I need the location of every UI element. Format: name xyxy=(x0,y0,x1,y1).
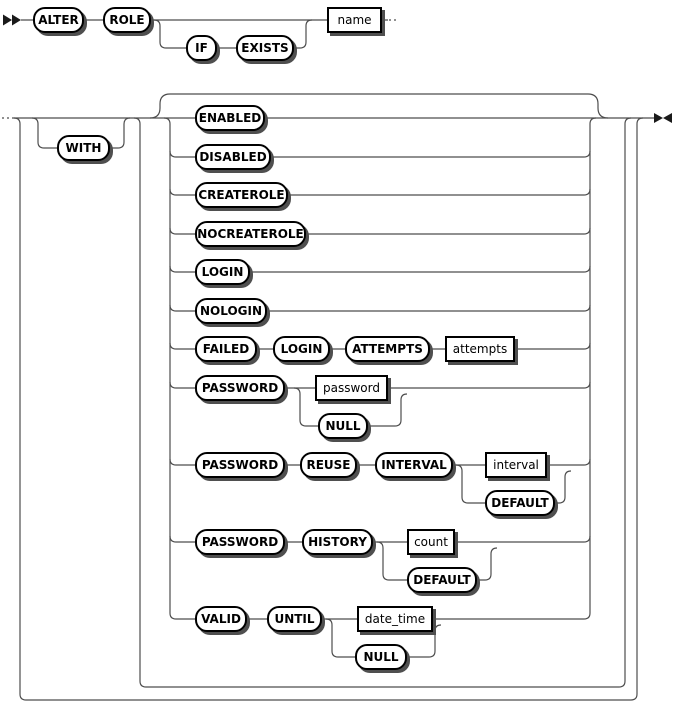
nonterminal-interval: interval xyxy=(485,452,547,478)
rail-split-row7 xyxy=(169,342,195,350)
rail-reuse-default-split xyxy=(455,464,485,504)
rail-split-row8 xyxy=(169,381,195,389)
terminal-attempts: ATTEMPTS xyxy=(345,336,430,362)
rail-options-split xyxy=(163,117,195,620)
start-arrow-icon xyxy=(3,14,21,26)
rail-split-row9 xyxy=(169,458,195,466)
rail-password-null-split xyxy=(293,387,318,427)
terminal-failed: FAILED xyxy=(195,336,257,362)
rail-split-row2 xyxy=(169,150,195,158)
terminal-role: ROLE xyxy=(103,7,151,33)
rail-split-row5 xyxy=(169,265,195,273)
terminal-reuse-default: DEFAULT xyxy=(485,490,555,516)
rail-if-exists-branch xyxy=(153,19,313,49)
terminal-history-password: PASSWORD xyxy=(195,529,285,555)
terminal-alter: ALTER xyxy=(33,7,84,33)
terminal-disabled: DISABLED xyxy=(195,144,271,170)
rail-outer-bypass xyxy=(13,117,644,701)
rail-repeat-loop xyxy=(133,117,632,688)
rail-history-default-split xyxy=(376,541,407,581)
rail-split-row3 xyxy=(169,188,195,196)
rail-row-password xyxy=(285,381,591,389)
terminal-password-null: NULL xyxy=(318,413,368,439)
rail-lines xyxy=(2,19,655,701)
nonterminal-date-time: date_time xyxy=(357,606,433,632)
terminal-if: IF xyxy=(186,35,217,61)
rail-reuse-default-merge xyxy=(555,470,572,504)
nonterminal-password: password xyxy=(315,375,388,401)
rail-options-merge xyxy=(589,117,597,613)
rail-history-default-merge xyxy=(477,547,498,581)
terminal-createrole: CREATEROLE xyxy=(195,182,288,208)
terminal-history-default: DEFAULT xyxy=(407,567,477,593)
rail-valid-null-split xyxy=(325,618,355,658)
rail-split-row4 xyxy=(169,227,195,235)
terminal-valid: VALID xyxy=(195,606,247,632)
rail-row-nologin xyxy=(267,304,591,312)
terminal-interval: INTERVAL xyxy=(375,452,453,478)
rail-split-row10 xyxy=(169,535,195,543)
nonterminal-name: name xyxy=(327,7,382,33)
rail-row-createrole xyxy=(288,188,591,196)
terminal-enabled: ENABLED xyxy=(195,105,265,131)
rail-row-login xyxy=(250,265,591,273)
rail-row-failed xyxy=(257,342,591,350)
terminal-nocreaterole: NOCREATEROLE xyxy=(195,221,306,247)
terminal-login: LOGIN xyxy=(195,259,250,285)
nonterminal-count: count xyxy=(407,529,455,555)
terminal-until: UNTIL xyxy=(267,606,322,632)
end-arrow-icon xyxy=(654,113,672,123)
nonterminal-attempts: attempts xyxy=(445,336,515,362)
rail-valid-null-merge xyxy=(407,624,442,658)
terminal-with: WITH xyxy=(57,135,110,161)
rail-row-reuse xyxy=(285,458,591,466)
terminal-until-null: NULL xyxy=(355,644,407,670)
rail-split-row6 xyxy=(169,304,195,312)
rail-skip-arc xyxy=(149,93,609,119)
rail-row-disabled xyxy=(271,150,591,158)
rail-row-nocreaterole xyxy=(306,227,591,235)
rail-password-null-merge xyxy=(368,393,408,427)
terminal-reuse: REUSE xyxy=(300,452,357,478)
terminal-password: PASSWORD xyxy=(195,375,285,401)
terminal-failed-login: LOGIN xyxy=(273,336,330,362)
terminal-exists: EXISTS xyxy=(236,35,294,61)
terminal-reuse-password: PASSWORD xyxy=(195,452,285,478)
terminal-history: HISTORY xyxy=(302,529,373,555)
terminal-nologin: NOLOGIN xyxy=(195,298,267,324)
